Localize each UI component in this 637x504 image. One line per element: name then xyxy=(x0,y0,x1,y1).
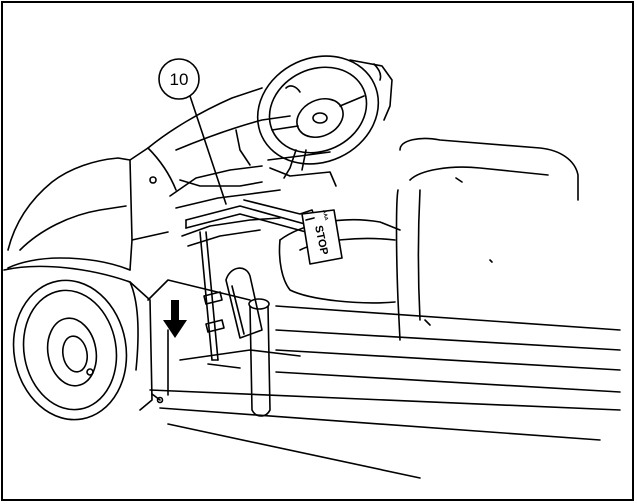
support-post xyxy=(248,298,271,417)
front-cowl xyxy=(7,87,263,271)
callout-10 xyxy=(158,58,227,205)
floor-panel xyxy=(147,279,621,479)
accelerator-pedal xyxy=(225,267,263,339)
front-wheel xyxy=(3,265,164,421)
down-arrow xyxy=(163,300,187,338)
stop-tag xyxy=(301,209,343,265)
steering-wheel xyxy=(256,55,380,179)
seat xyxy=(278,137,579,341)
pedal-bracket xyxy=(185,199,317,361)
callout-label: 10 xyxy=(170,70,189,89)
stop-tag-small-text: AAA xyxy=(321,209,329,221)
stop-tag-small-group: AAA xyxy=(321,209,329,221)
